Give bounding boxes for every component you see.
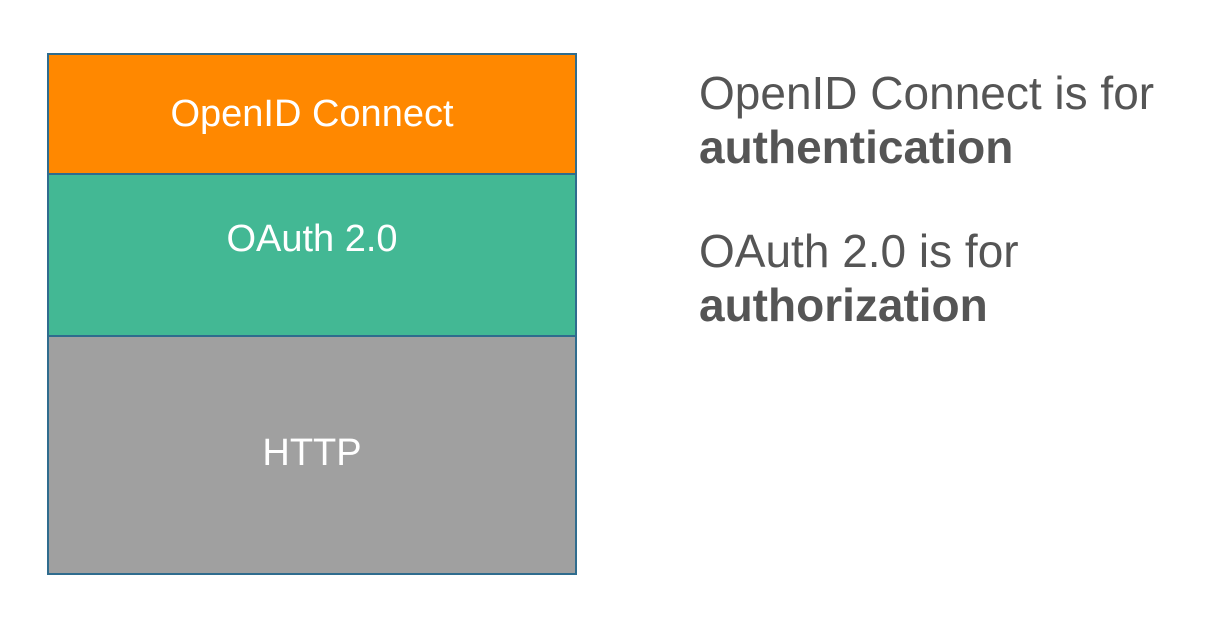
note-oauth-2: OAuth 2.0 is for authorization bbox=[699, 224, 1219, 332]
explanation-notes: OpenID Connect is for authentication OAu… bbox=[699, 66, 1219, 332]
note-oauth-2-emphasis: authorization bbox=[699, 279, 988, 331]
protocol-stack-diagram: OpenID Connect OAuth 2.0 HTTP bbox=[47, 53, 577, 575]
note-openid-connect-prefix: OpenID Connect is for bbox=[699, 67, 1155, 119]
layer-openid-connect: OpenID Connect bbox=[49, 55, 575, 175]
layer-http-label: HTTP bbox=[262, 431, 362, 474]
note-openid-connect-emphasis: authentication bbox=[699, 121, 1014, 173]
note-oauth-2-prefix: OAuth 2.0 is for bbox=[699, 225, 1019, 277]
note-openid-connect: OpenID Connect is for authentication bbox=[699, 66, 1219, 174]
layer-oauth-2-label: OAuth 2.0 bbox=[226, 217, 398, 260]
layer-openid-connect-label: OpenID Connect bbox=[170, 92, 454, 135]
layer-oauth-2: OAuth 2.0 bbox=[49, 175, 575, 337]
layer-http: HTTP bbox=[49, 337, 575, 573]
